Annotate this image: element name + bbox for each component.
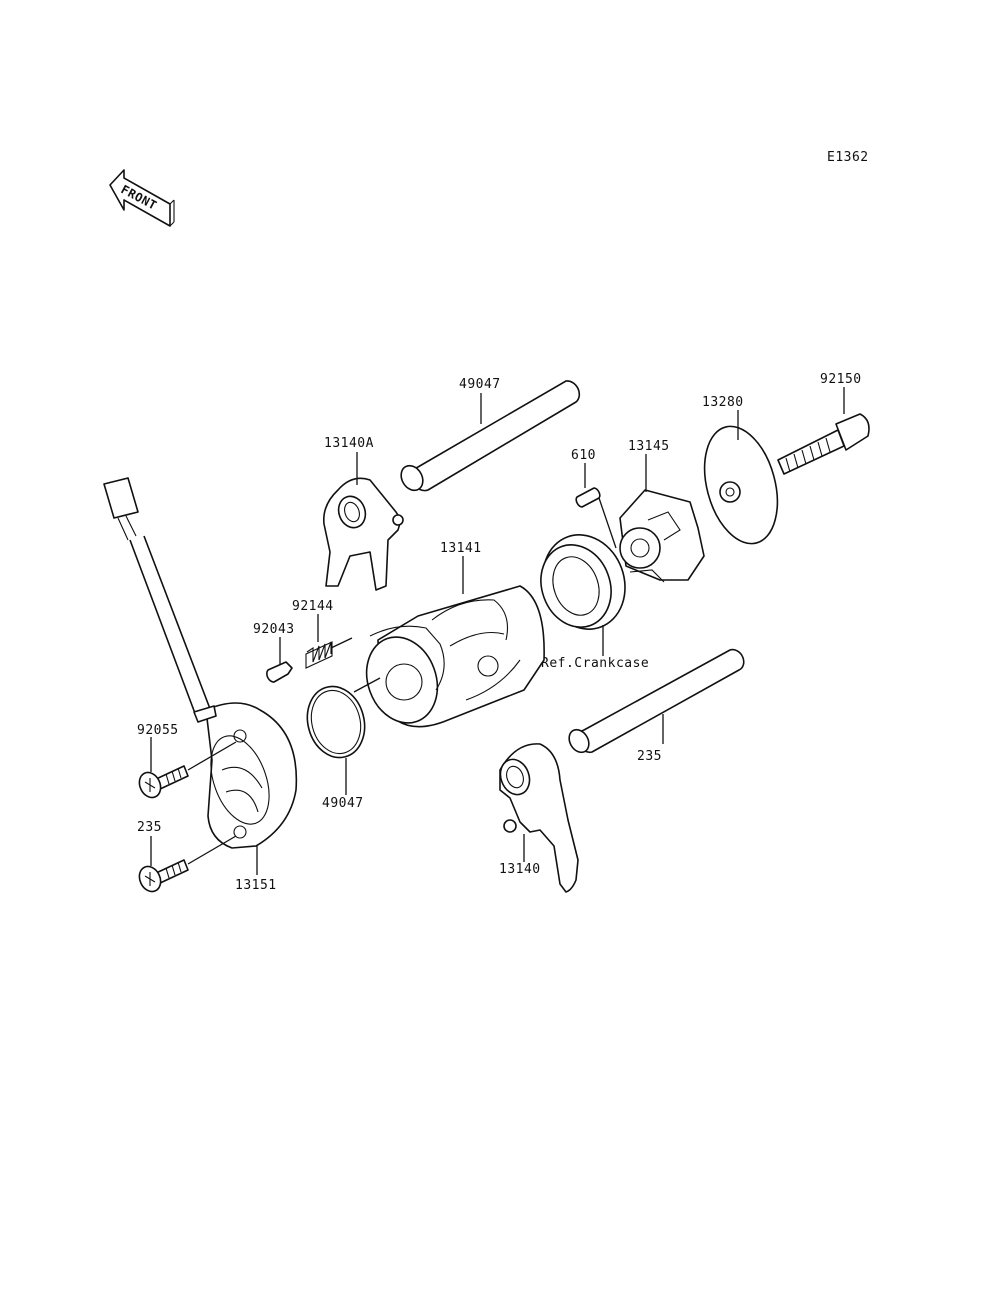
callout-label: 92150 [820,372,862,387]
callout-label: 235 [137,820,162,835]
shift-fork-upper [322,477,404,591]
bearing [540,534,626,630]
pin-92043 [266,661,293,683]
positioning-plate [703,425,779,545]
callout-label: 13140 [499,862,541,877]
diagram-code: E1362 [827,150,869,165]
callout-label: 92043 [253,622,295,637]
callout-label: 13151 [235,878,277,893]
shift-fork-lower [499,743,579,893]
callout-label: 49047 [322,796,364,811]
screw-235-lower [138,859,189,893]
shift-rod-lower [568,648,745,754]
callout-label: 13141 [440,541,482,556]
callout-label: 610 [571,448,596,463]
o-ring [306,685,366,759]
callout-label: 235 [637,749,662,764]
callout-label: 92055 [137,723,179,738]
callout-label: Ref.Crankcase [541,656,649,671]
shift-cam [619,489,705,583]
shift-rod-upper [400,380,581,492]
callout-label: 13145 [628,439,670,454]
front-arrow-icon: FRONT [109,169,175,227]
gear-position-sensor [103,477,298,849]
callout-label: 13140A [324,436,374,451]
spring [305,641,333,669]
pin-610 [575,487,601,508]
callout-label: 13280 [702,395,744,410]
shift-drum [365,585,545,728]
bolt-92150 [777,413,870,475]
screw-235-upper [138,765,189,799]
callout-label: 92144 [292,599,334,614]
callout-label: 49047 [459,377,501,392]
